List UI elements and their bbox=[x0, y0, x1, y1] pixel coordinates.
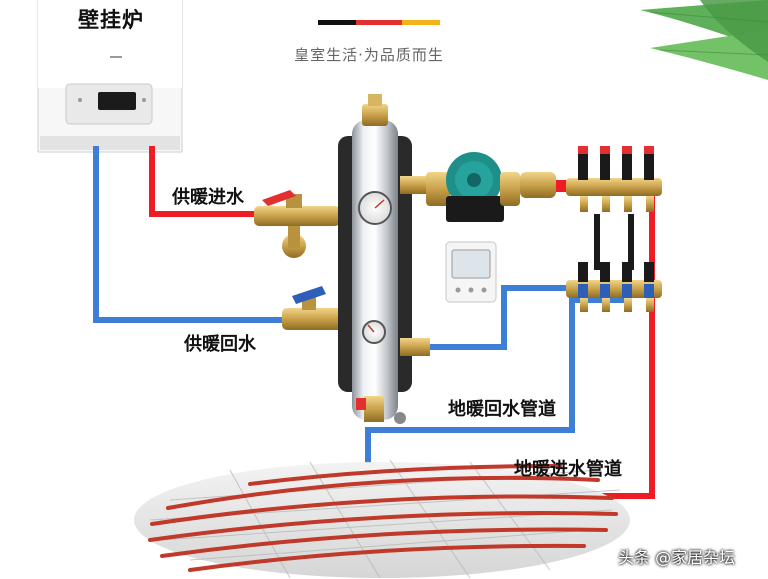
hydraulic-separator-icon bbox=[338, 94, 430, 424]
boiler-label: 壁挂炉 bbox=[78, 8, 144, 32]
circulation-pump-icon bbox=[426, 152, 556, 222]
manifold-return-icon bbox=[566, 262, 662, 312]
wall-boiler-icon bbox=[37, 0, 183, 153]
floor-supply-pipe-label: 地暖进水管道 bbox=[514, 459, 622, 480]
floor-heating-coil-icon bbox=[134, 459, 630, 579]
palm-leaf-icon bbox=[640, 0, 768, 80]
return-valve-icon bbox=[282, 286, 346, 330]
manifold-supply-icon bbox=[566, 146, 662, 270]
watermark-text: 头条 @家居杂坛 bbox=[618, 548, 736, 567]
return-pipe bbox=[93, 146, 628, 466]
supply-return-label: 供暖回水 bbox=[184, 334, 256, 355]
supply-valve-icon bbox=[254, 190, 340, 258]
floor-return-pipe-label: 地暖回水管道 bbox=[448, 399, 556, 420]
thermostat-controller-icon bbox=[445, 241, 497, 303]
slogan-accent-bar bbox=[318, 20, 440, 25]
slogan-text: 皇室生活·为品质而生 bbox=[294, 46, 444, 64]
supply-inlet-label: 供暖进水 bbox=[172, 187, 244, 208]
